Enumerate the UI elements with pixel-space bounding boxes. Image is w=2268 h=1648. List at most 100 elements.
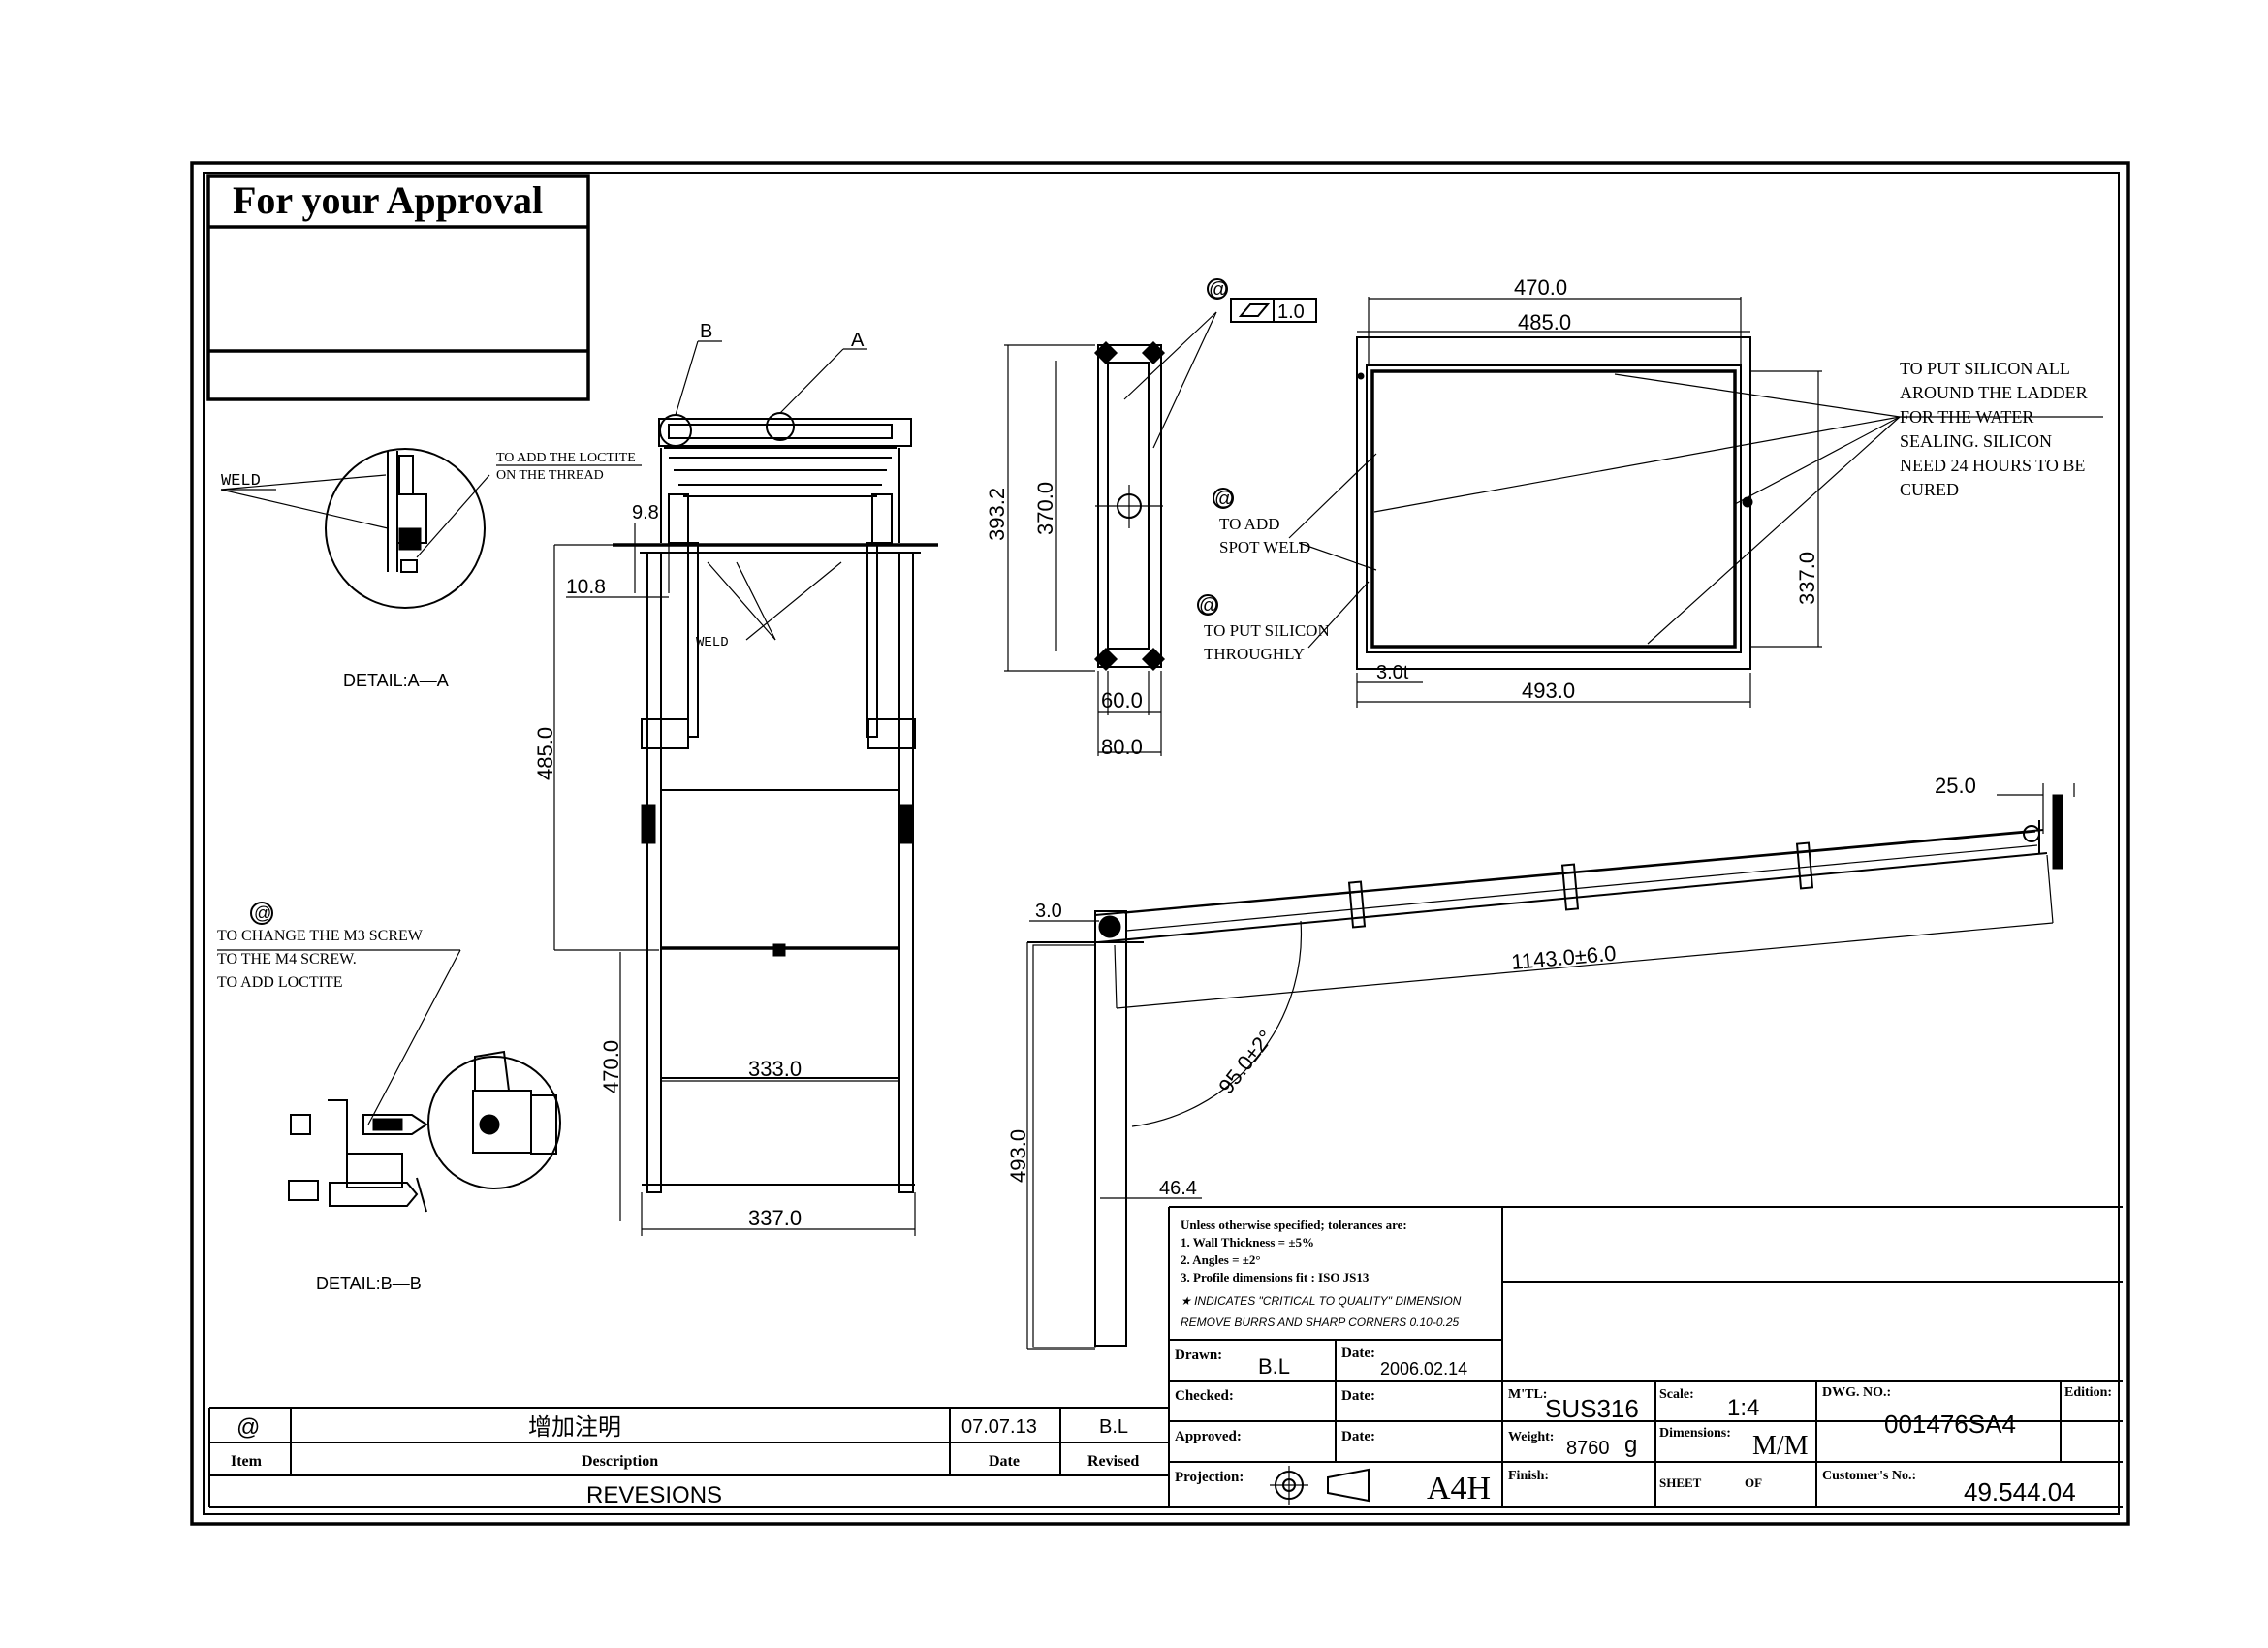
- dwg-value: 001476SA4: [1884, 1410, 2016, 1439]
- ladder-view: 493.0 3.0 1143.0±6.0 25.0 95.0±2° 46.4: [1006, 774, 2075, 1350]
- customer-label: Customer's No.:: [1822, 1469, 1916, 1483]
- side-view: @ 1.0 393.2 370.0 60.0 80.0: [985, 278, 1317, 759]
- revision-header-date: Date: [989, 1453, 1020, 1470]
- seal-note-line6: CURED: [1900, 480, 1959, 499]
- callout-b: B: [700, 321, 712, 342]
- dim-9-8: 9.8: [632, 502, 659, 523]
- weight-unit: g: [1624, 1432, 1637, 1458]
- dim-3: 3.0: [1035, 901, 1062, 922]
- seal-note-line1: TO PUT SILICON ALL: [1900, 359, 2070, 378]
- detail-b-note-line1: TO CHANGE THE M3 SCREW: [217, 928, 424, 944]
- dim-493-top: 493.0: [1522, 679, 1575, 703]
- detail-b-note-line3: TO ADD LOCTITE: [217, 974, 342, 991]
- date-label: Date:: [1341, 1346, 1375, 1361]
- detail-a-loctite-line2: ON THE THREAD: [496, 468, 604, 483]
- dim-470-front: 470.0: [599, 1040, 623, 1093]
- paper-size: A4H: [1427, 1471, 1491, 1506]
- dim-3t: 3.0t: [1376, 662, 1409, 683]
- callout-a: A: [851, 330, 865, 351]
- dim-485-front: 485.0: [533, 727, 557, 780]
- detail-b-b: @ TO CHANGE THE M3 SCREW TO THE M4 SCREW…: [217, 902, 561, 1293]
- detail-a-circle: [325, 448, 486, 609]
- dim-333: 333.0: [748, 1057, 802, 1081]
- detail-a-label: DETAIL:A—A: [343, 671, 449, 690]
- note-line5: ★ INDICATES "CRITICAL TO QUALITY" DIMENS…: [1181, 1294, 1462, 1308]
- revision-item: @: [236, 1414, 260, 1441]
- dwg-label: DWG. NO.:: [1822, 1385, 1891, 1400]
- note-line4: 3. Profile dimensions fit : ISO JS13: [1181, 1270, 1370, 1284]
- silicon-marker: @: [1199, 595, 1218, 617]
- weight-label: Weight:: [1508, 1430, 1554, 1444]
- revision-date: 07.07.13: [961, 1416, 1037, 1438]
- revision-revised: B.L: [1099, 1416, 1128, 1438]
- finish-label: Finish:: [1508, 1469, 1549, 1483]
- detail-a-a: WELD TO ADD THE LOCTITE ON THE THREAD DE…: [220, 448, 642, 690]
- mtl-label: M'TL:: [1508, 1387, 1547, 1402]
- dimensions-value: M/M: [1752, 1431, 1809, 1461]
- checked-label: Checked:: [1175, 1388, 1234, 1404]
- dim-1143: 1143.0±6.0: [1510, 941, 1617, 974]
- detail-b-marker: @: [254, 903, 271, 923]
- seal-note-line2: AROUND THE LADDER: [1900, 383, 2088, 402]
- seal-note-line4: SEALING. SILICON: [1900, 431, 2052, 451]
- note-line1: Unless otherwise specified; tolerances a…: [1181, 1218, 1407, 1232]
- dim-46-4: 46.4: [1159, 1178, 1197, 1199]
- dim-393-2: 393.2: [985, 488, 1009, 541]
- flatness-value: 1.0: [1277, 301, 1305, 323]
- dim-337-front: 337.0: [748, 1206, 802, 1230]
- scale-value: 1:4: [1727, 1395, 1759, 1421]
- front-weld-label: WELD: [696, 635, 729, 650]
- approval-box: For your Approval: [206, 174, 590, 401]
- projection-label: Projection:: [1175, 1470, 1244, 1485]
- edition-label: Edition:: [2064, 1385, 2112, 1400]
- detail-a-weld-label: WELD: [221, 472, 261, 491]
- revisions-title: REVESIONS: [586, 1482, 722, 1508]
- callout-a-circle: [766, 412, 795, 441]
- revisions-table: @ 增加注明 07.07.13 B.L Item Description Dat…: [208, 1407, 1169, 1508]
- sheet-label: SHEET: [1659, 1475, 1702, 1490]
- front-view: B A WELD 9.8 10.8 485.0 470.0: [533, 321, 938, 1236]
- top-view: 470.0 485.0 337.0 493.0 3.0t @ TO ADD SP…: [1197, 275, 2103, 708]
- dim-493-ladder: 493.0: [1006, 1129, 1030, 1183]
- revision-description: 增加注明: [528, 1414, 621, 1441]
- silicon-line2: THROUGHLY: [1204, 645, 1305, 663]
- title-block: Unless otherwise specified; tolerances a…: [1168, 1206, 2123, 1508]
- dim-470-top: 470.0: [1514, 275, 1567, 300]
- scale-label: Scale:: [1659, 1387, 1694, 1402]
- drawn-value: B.L: [1258, 1354, 1290, 1379]
- weight-value: 8760: [1566, 1438, 1610, 1459]
- mtl-value: SUS316: [1545, 1394, 1639, 1423]
- dim-80: 80.0: [1101, 735, 1143, 759]
- dim-10-8: 10.8: [566, 576, 606, 598]
- note-line3: 2. Angles = ±2°: [1181, 1252, 1261, 1267]
- flatness-icon: [1238, 303, 1271, 317]
- customer-value: 49.544.04: [1964, 1477, 2076, 1506]
- projection-symbol-icon: [1270, 1466, 1370, 1505]
- silicon-line1: TO PUT SILICON: [1204, 621, 1330, 640]
- dimensions-label: Dimensions:: [1659, 1426, 1731, 1441]
- side-marker: @: [1209, 279, 1228, 301]
- spot-weld-marker: @: [1214, 489, 1234, 510]
- of-label: OF: [1745, 1475, 1762, 1490]
- sheet-border: [190, 161, 2130, 1526]
- date-value: 2006.02.14: [1380, 1359, 1467, 1379]
- spot-weld-line2: SPOT WELD: [1219, 538, 1310, 556]
- dim-25: 25.0: [1935, 774, 1976, 798]
- revision-header-description: Description: [582, 1453, 658, 1470]
- note-line2: 1. Wall Thickness = ±5%: [1181, 1235, 1314, 1250]
- approval-title: For your Approval: [233, 178, 543, 222]
- dim-angle: 95.0±2°: [1213, 1026, 1277, 1098]
- dim-485-top: 485.0: [1518, 310, 1571, 334]
- revision-header-item: Item: [231, 1453, 263, 1470]
- revision-header-revised: Revised: [1087, 1453, 1139, 1470]
- approved-label: Approved:: [1175, 1429, 1242, 1444]
- detail-b-note-line2: TO THE M4 SCREW.: [217, 951, 357, 967]
- note-line6: REMOVE BURRS AND SHARP CORNERS 0.10-0.25: [1181, 1315, 1460, 1329]
- detail-b-circle: [427, 1056, 561, 1189]
- dim-60: 60.0: [1101, 688, 1143, 713]
- approved-date-label: Date:: [1341, 1429, 1375, 1444]
- detail-a-loctite-line1: TO ADD THE LOCTITE: [496, 451, 636, 465]
- dim-370-side: 370.0: [1033, 482, 1057, 535]
- seal-note-line5: NEED 24 HOURS TO BE: [1900, 456, 2085, 475]
